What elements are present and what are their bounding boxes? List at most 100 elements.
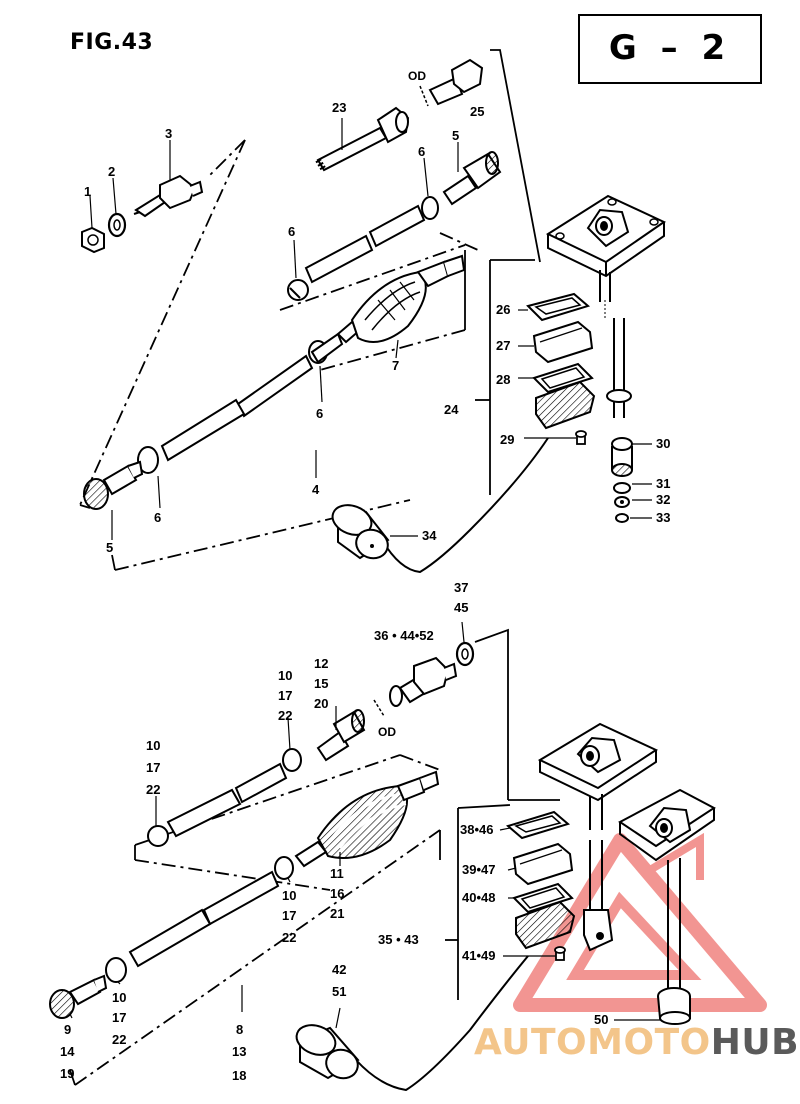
- callout-6-left: 6: [154, 510, 161, 525]
- callout-36-44-52: 36 • 44•52: [374, 628, 434, 643]
- callout-27: 27: [496, 338, 510, 353]
- callout-17-d: 17: [112, 1010, 126, 1025]
- callout-20: 20: [314, 696, 328, 711]
- callout-22-a: 22: [278, 708, 292, 723]
- gasket-part-28: [532, 362, 594, 394]
- tank-cap-bottom-a: [537, 722, 659, 952]
- watermark-part-2: HUB: [710, 1022, 800, 1063]
- callout-39-47: 39•47: [462, 862, 495, 877]
- callout-11: 11: [330, 866, 344, 881]
- callout-22-b: 22: [146, 782, 160, 797]
- callout-29: 29: [500, 432, 514, 447]
- float-weight-part-42: [295, 955, 529, 1092]
- callout-50: 50: [594, 1012, 608, 1027]
- callout-6-lower: 6: [316, 406, 323, 421]
- callout-12: 12: [314, 656, 328, 671]
- callout-31: 31: [656, 476, 670, 491]
- tank-cap-top: [545, 194, 667, 418]
- fitting-part-25: [419, 58, 484, 107]
- cover-part-27: [532, 320, 594, 364]
- callout-14: 14: [60, 1044, 75, 1059]
- connector-part-5-bottom: [83, 460, 144, 510]
- section-badge: G – 2: [578, 14, 762, 84]
- clamp-part-10-d: [105, 957, 127, 983]
- fitting-part-36: [373, 656, 458, 717]
- nut-part-1: [81, 226, 105, 254]
- callout-8: 8: [236, 1022, 243, 1037]
- callout-18: 18: [232, 1068, 246, 1083]
- callout-10-a: 10: [278, 668, 292, 683]
- callout-34: 34: [422, 528, 437, 543]
- connector-part-9: [49, 974, 108, 1019]
- callout-37: 37: [454, 580, 468, 595]
- callout-22-c: 22: [282, 930, 296, 945]
- washer-part-37: [455, 641, 475, 667]
- clamp-part-10-a: [282, 748, 302, 772]
- callout-10-d: 10: [112, 990, 126, 1005]
- callout-23: 23: [332, 100, 346, 115]
- callout-3: 3: [165, 126, 172, 141]
- callout-17-c: 17: [282, 908, 296, 923]
- hose-bottom-upper: [166, 762, 288, 838]
- callout-6-top: 6: [418, 144, 425, 159]
- callout-38-46: 38•46: [460, 822, 493, 837]
- callout-1: 1: [84, 184, 91, 199]
- strainer-body-part-35: [515, 900, 576, 950]
- clamp-part-6-a: [421, 196, 439, 220]
- primer-bulb-part-7: [336, 254, 466, 344]
- watermark-text: AUTOMOTOHUB: [474, 1022, 799, 1063]
- screw-part-33: [615, 513, 629, 523]
- callout-5-bottom: 5: [106, 540, 113, 555]
- clamp-part-6-b: [287, 279, 309, 301]
- tank-cap-bottom-b: [618, 788, 716, 1025]
- strainer-body-part-24: [535, 380, 596, 430]
- callout-2: 2: [108, 164, 115, 179]
- washer-part-2: [107, 212, 127, 238]
- callout-6-mid: 6: [288, 224, 295, 239]
- callout-33: 33: [656, 510, 670, 525]
- label-od-bottom: OD: [378, 725, 396, 739]
- callout-5-top: 5: [452, 128, 459, 143]
- hose-top-upper: [304, 204, 426, 284]
- pipe-part-23: [315, 106, 410, 172]
- filter-part-30: [611, 437, 633, 477]
- callout-15: 15: [314, 676, 328, 691]
- callout-10-b: 10: [146, 738, 160, 753]
- callout-17-b: 17: [146, 760, 160, 775]
- clip-part-32: [614, 496, 630, 508]
- clamp-part-6-d: [137, 446, 159, 474]
- callout-32: 32: [656, 492, 670, 507]
- callout-28: 28: [496, 372, 510, 387]
- section-code: G – 2: [608, 28, 732, 68]
- callout-35-43: 35 • 43: [378, 932, 419, 947]
- callout-26: 26: [496, 302, 510, 317]
- washer-part-31: [613, 482, 631, 494]
- connector-part-5-top: [442, 151, 502, 206]
- screw-part-29: [575, 430, 587, 445]
- float-weight-part-34: [331, 437, 549, 574]
- callout-21: 21: [330, 906, 344, 921]
- clamp-part-10-b: [147, 825, 169, 847]
- watermark-part-1: AUTOMOTO: [474, 1022, 711, 1063]
- callout-42: 42: [332, 962, 346, 977]
- callout-19: 19: [60, 1066, 74, 1081]
- figure-label: FIG.43: [70, 30, 154, 55]
- callout-24: 24: [444, 402, 459, 417]
- primer-bulb-part-11: [294, 770, 440, 868]
- hose-top-lower: [160, 332, 344, 462]
- leader-lines: [69, 118, 660, 1029]
- hose-bottom-lower: [128, 870, 280, 968]
- top-group-lines: [79, 49, 541, 571]
- callout-51: 51: [332, 984, 346, 999]
- cover-part-39: [512, 842, 574, 886]
- gasket-part-26: [526, 292, 591, 322]
- callout-7: 7: [392, 358, 399, 373]
- callout-41-49: 41•49: [462, 948, 495, 963]
- fitting-part-3: [133, 174, 204, 218]
- callout-16: 16: [330, 886, 344, 901]
- callout-4: 4: [312, 482, 320, 497]
- gasket-part-40: [512, 882, 574, 914]
- connector-part-12: [316, 709, 366, 762]
